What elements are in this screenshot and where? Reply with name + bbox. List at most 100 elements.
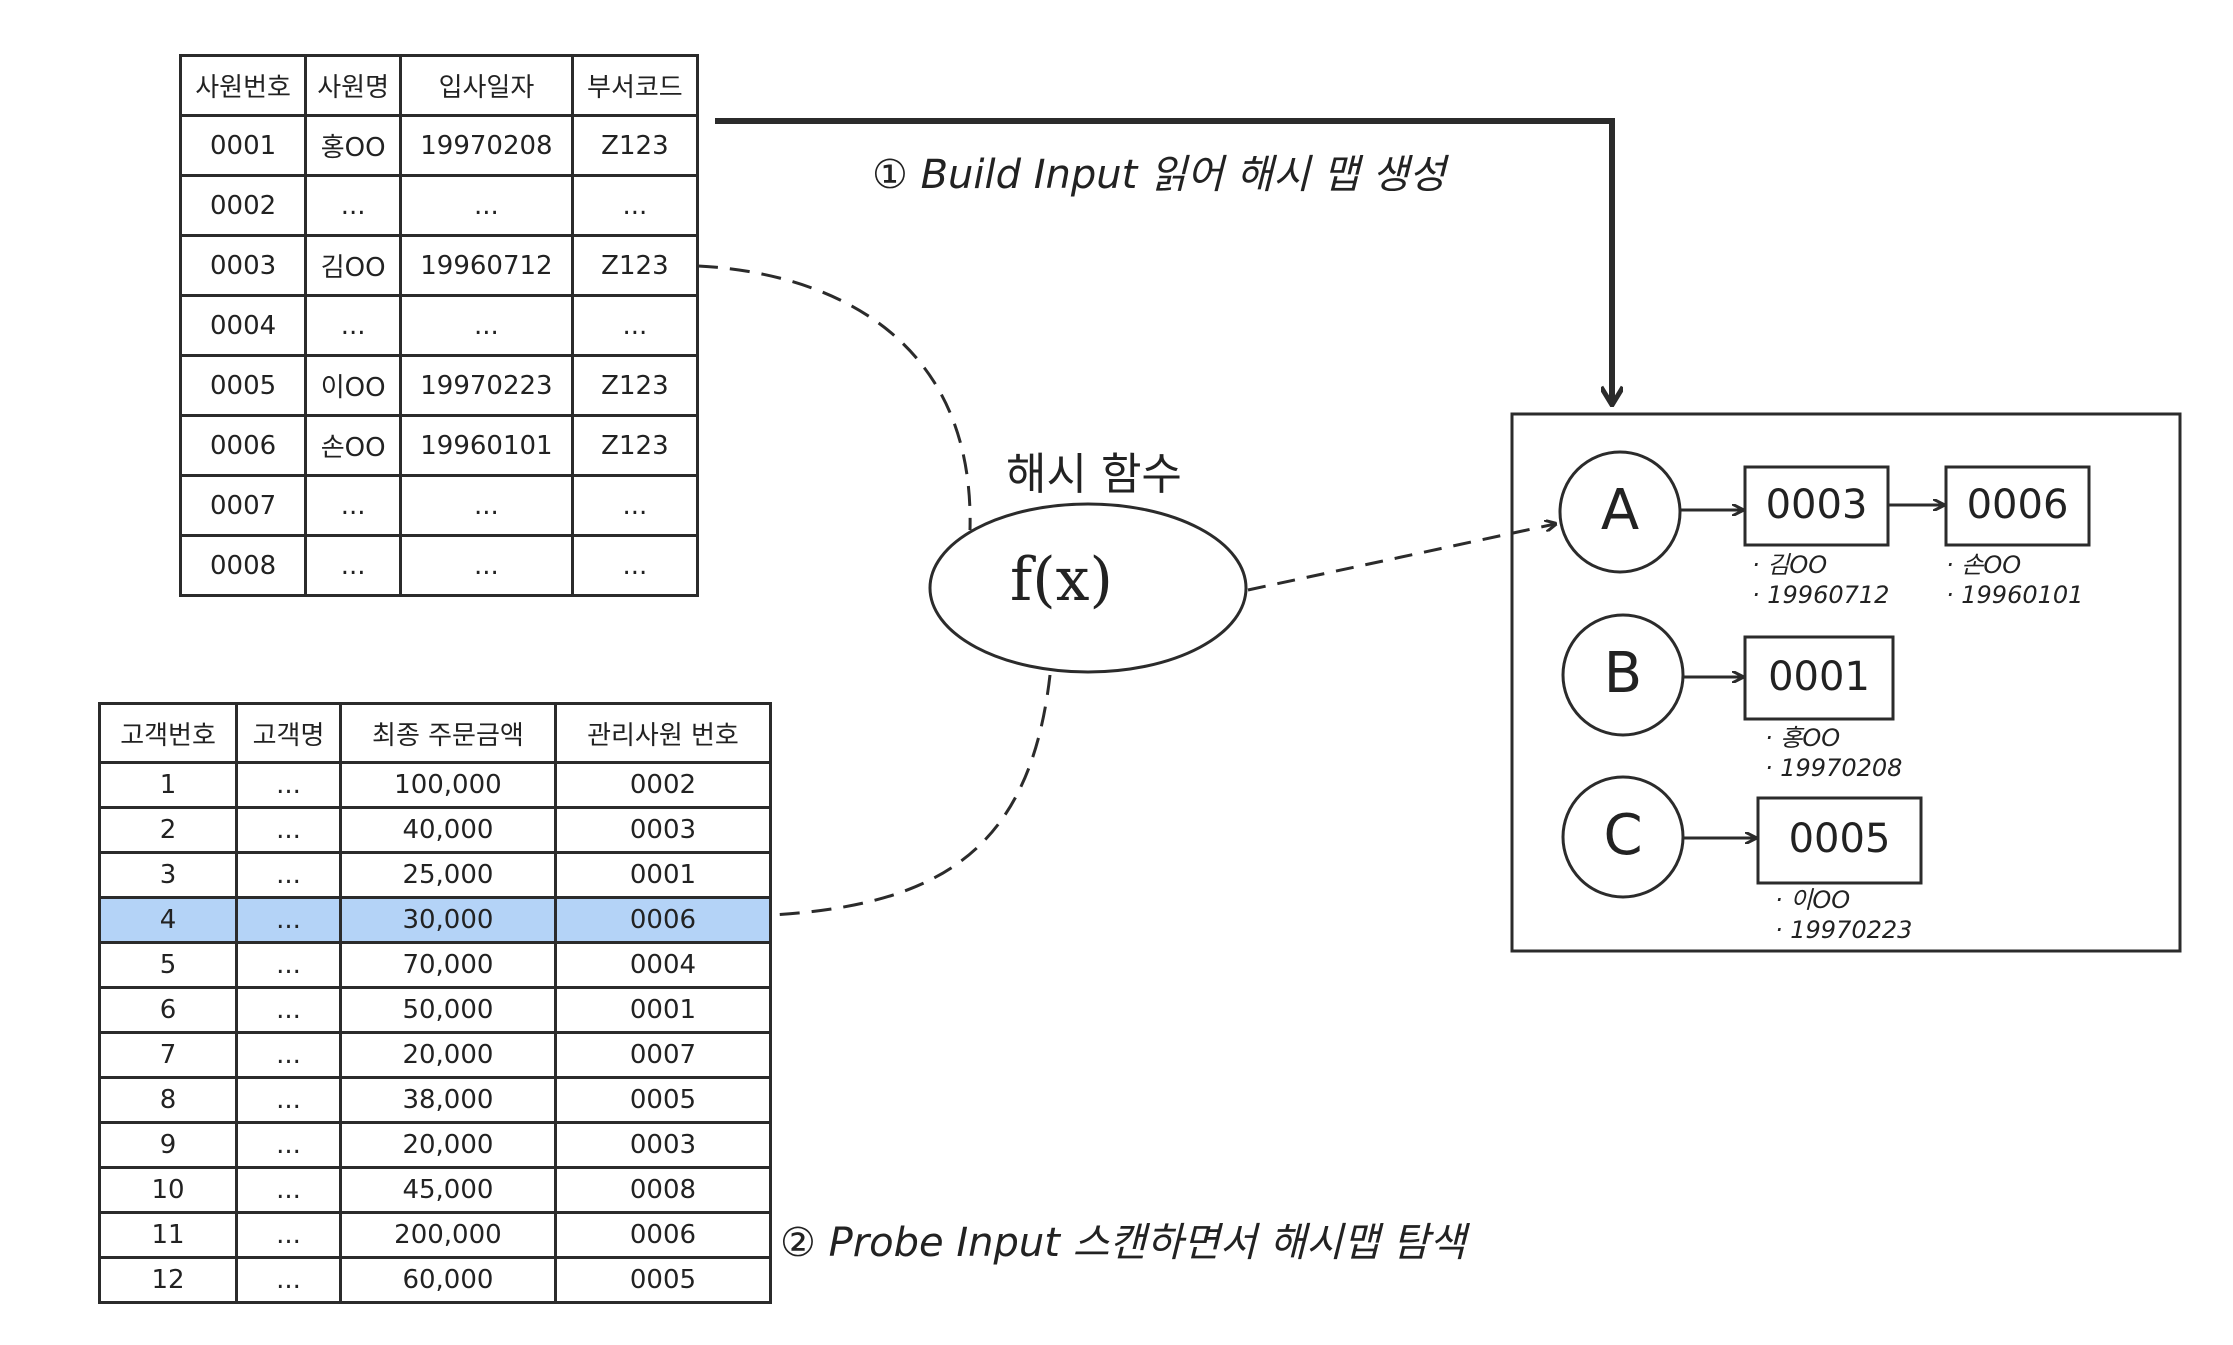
table-cell: ... <box>304 294 403 357</box>
table-cell: Z123 <box>570 354 700 417</box>
table-cell: 8 <box>97 1076 239 1124</box>
table-cell: ... <box>235 761 342 809</box>
column-header: 사원명 <box>304 54 403 117</box>
dashed-link-build <box>697 264 972 531</box>
table-cell: 6 <box>97 986 239 1034</box>
table-cell: ... <box>235 1121 342 1169</box>
table-cell: ... <box>235 986 342 1034</box>
bucket-key-a: A <box>1600 478 1640 543</box>
dashed-link-probe <box>771 674 1052 917</box>
bucket-b-circle <box>1561 613 1685 737</box>
table-cell: ... <box>235 896 342 944</box>
table-cell: 40,000 <box>338 806 557 854</box>
table-cell: 19960712 <box>399 234 574 297</box>
column-header: 관리사원 번호 <box>553 702 773 764</box>
employee-row: 0008......... <box>178 534 700 597</box>
entry-details: · 손OO · 19960101 <box>1946 550 2083 610</box>
table-cell: 12 <box>97 1256 239 1304</box>
table-cell: 김OO <box>304 234 403 297</box>
entry-name: · 홍OO <box>1765 724 1841 752</box>
entry-details: · 이OO · 19970223 <box>1775 885 1912 945</box>
table-cell: 4 <box>97 896 239 944</box>
table-cell: ... <box>399 534 574 597</box>
table-cell: 0003 <box>178 234 308 297</box>
table-cell: ... <box>304 534 403 597</box>
table-cell: 0006 <box>553 896 773 944</box>
bucket-a-circle <box>1558 450 1682 574</box>
hash-map-container <box>1510 412 2182 953</box>
entry-date: · 19970223 <box>1775 916 1913 944</box>
dashed-arrow-to-bucket <box>1247 524 1555 592</box>
table-cell: ... <box>304 174 403 237</box>
column-header: 최종 주문금액 <box>338 702 557 764</box>
employee-table-header: 사원번호 사원명 입사일자 부서코드 <box>178 54 700 117</box>
table-cell: ... <box>570 474 700 537</box>
table-cell: 19960101 <box>399 414 574 477</box>
table-cell: 0003 <box>553 1121 773 1169</box>
table-cell: 0005 <box>553 1076 773 1124</box>
table-cell: 2 <box>97 806 239 854</box>
table-cell: 45,000 <box>338 1166 557 1214</box>
table-cell: 20,000 <box>338 1031 557 1079</box>
table-cell: ... <box>235 1076 342 1124</box>
entry-box-0006 <box>1944 465 2091 547</box>
entry-box-0005 <box>1756 796 1923 885</box>
table-cell: 25,000 <box>338 851 557 899</box>
column-header: 고객번호 <box>97 702 239 764</box>
table-cell: 이OO <box>304 354 403 417</box>
bucket-key-b: B <box>1603 641 1643 706</box>
build-arrow <box>715 118 1612 405</box>
entry-date: · 19970208 <box>1765 754 1903 782</box>
table-cell: 0001 <box>178 114 308 177</box>
table-cell: ... <box>399 174 574 237</box>
table-cell: ... <box>235 1256 342 1304</box>
table-cell: 19970208 <box>399 114 574 177</box>
table-cell: 5 <box>97 941 239 989</box>
table-cell: 50,000 <box>338 986 557 1034</box>
table-cell: 0008 <box>553 1166 773 1214</box>
table-cell: ... <box>235 1031 342 1079</box>
table-cell: Z123 <box>570 114 700 177</box>
hash-function-expression: f(x) <box>1010 545 1113 615</box>
table-cell: 100,000 <box>338 761 557 809</box>
table-cell: Z123 <box>570 234 700 297</box>
hash-function-ellipse <box>928 502 1248 674</box>
probe-input-label: ② Probe Input 스캔하면서 해시맵 탐색 <box>780 1220 1467 1266</box>
entry-name: · 김OO <box>1752 551 1828 579</box>
table-cell: 0007 <box>178 474 308 537</box>
table-cell: 30,000 <box>338 896 557 944</box>
table-cell: 20,000 <box>338 1121 557 1169</box>
entry-details: · 김OO · 19960712 <box>1752 550 1889 610</box>
employee-row: 0002......... <box>178 174 700 237</box>
table-cell: ... <box>235 806 342 854</box>
table-cell: 7 <box>97 1031 239 1079</box>
table-cell: 0004 <box>178 294 308 357</box>
table-cell: ... <box>399 474 574 537</box>
table-cell: 손OO <box>304 414 403 477</box>
table-cell: ... <box>304 474 403 537</box>
table-cell: ... <box>235 1211 342 1259</box>
table-cell: 0001 <box>553 851 773 899</box>
table-cell: 0005 <box>178 354 308 417</box>
table-cell: 200,000 <box>338 1211 557 1259</box>
table-cell: 60,000 <box>338 1256 557 1304</box>
entry-details: · 홍OO · 19970208 <box>1765 723 1902 783</box>
table-cell: 70,000 <box>338 941 557 989</box>
table-cell: 9 <box>97 1121 239 1169</box>
customer-table-header: 고객번호 고객명 최종 주문금액 관리사원 번호 <box>97 702 773 764</box>
table-cell: 3 <box>97 851 239 899</box>
table-cell: 홍OO <box>304 114 403 177</box>
entry-id: 0003 <box>1765 482 1868 528</box>
column-header: 입사일자 <box>399 54 574 117</box>
table-cell: ... <box>399 294 574 357</box>
